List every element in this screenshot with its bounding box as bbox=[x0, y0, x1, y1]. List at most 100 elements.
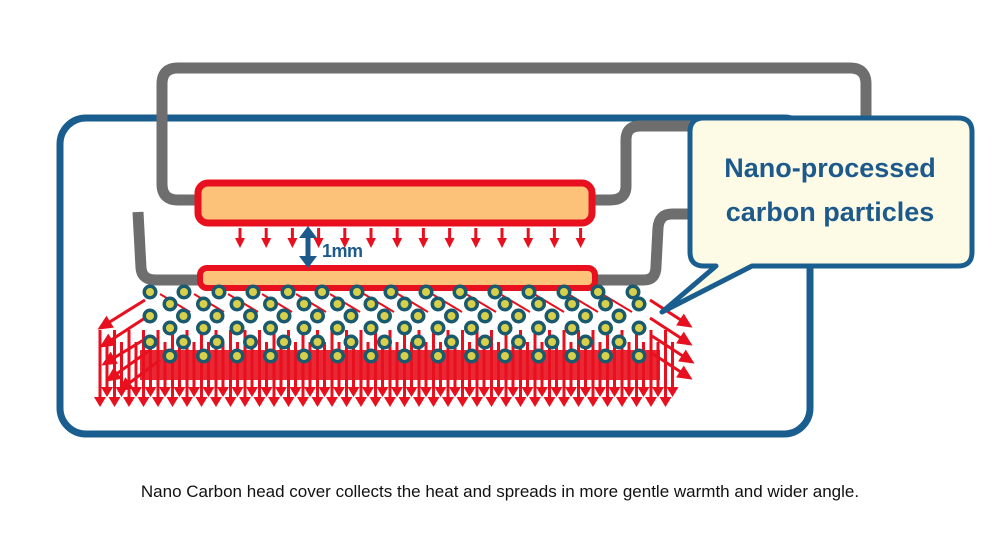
heater-arrow-head bbox=[392, 238, 403, 248]
spread-arrow-head bbox=[210, 397, 222, 407]
spread-arrow-head bbox=[514, 397, 527, 407]
callout-line-2: carbon particles bbox=[725, 197, 935, 227]
spread-arrow-head bbox=[478, 387, 490, 397]
carbon-particle-core bbox=[400, 300, 409, 308]
carbon-particle-core bbox=[146, 312, 154, 320]
carbon-particle-core bbox=[514, 312, 523, 320]
spread-arrow-head bbox=[550, 387, 563, 397]
spread-arrow-head bbox=[463, 387, 476, 397]
spread-arrow-head bbox=[666, 387, 679, 397]
carbon-particle-core bbox=[266, 352, 275, 360]
carbon-particle-core bbox=[491, 288, 499, 296]
spread-arrow-head bbox=[304, 387, 316, 397]
heater-arrow-head bbox=[575, 238, 586, 248]
spread-arrow-head bbox=[652, 387, 664, 397]
heater-arrow-head bbox=[287, 238, 298, 248]
carbon-particle-core bbox=[179, 312, 188, 320]
spread-arrow-head bbox=[391, 387, 403, 397]
carbon-particle-core bbox=[514, 338, 523, 346]
carbon-particle-core bbox=[333, 352, 342, 360]
carbon-particle-core bbox=[548, 312, 556, 320]
spread-arrow-left-head bbox=[105, 367, 122, 382]
spread-arrow-head bbox=[297, 397, 309, 407]
carbon-particle-core bbox=[280, 338, 288, 346]
spread-arrow-head bbox=[608, 387, 621, 397]
spread-arrow-head bbox=[630, 397, 643, 407]
spread-arrow-head bbox=[485, 397, 498, 407]
spread-arrow-head bbox=[355, 397, 367, 407]
spread-arrow-head bbox=[645, 397, 657, 407]
carbon-particle-core bbox=[581, 338, 590, 346]
carbon-particle-core bbox=[635, 352, 643, 360]
spread-arrow-left-head bbox=[97, 315, 114, 330]
spread-arrow-right-head bbox=[676, 313, 693, 328]
carbon-particle-core bbox=[199, 300, 208, 308]
carbon-particle-core bbox=[467, 300, 476, 308]
carbon-particle-core bbox=[333, 300, 342, 308]
spread-arrow-head bbox=[159, 387, 171, 397]
spread-arrow-head bbox=[449, 387, 461, 397]
carbon-particle-core bbox=[422, 288, 430, 296]
heater-arrow-head bbox=[470, 238, 481, 248]
carbon-particle-core bbox=[534, 324, 543, 332]
gap-label: 1mm bbox=[322, 241, 363, 261]
carbon-particle-core bbox=[233, 300, 241, 308]
carbon-particle-core bbox=[635, 324, 643, 332]
spread-arrow-head bbox=[536, 387, 548, 397]
carbon-particle-core bbox=[534, 300, 543, 308]
spread-arrow-head bbox=[347, 387, 360, 397]
spread-arrow-head bbox=[123, 397, 135, 407]
spread-arrow-head bbox=[253, 397, 266, 407]
carbon-particle-core bbox=[525, 288, 533, 296]
spread-arrow-head bbox=[268, 397, 280, 407]
carbon-particle-core bbox=[568, 300, 576, 308]
spread-arrow-head bbox=[239, 397, 251, 407]
carbon-particle-core bbox=[481, 312, 489, 320]
spread-arrow-head bbox=[659, 397, 672, 407]
heater-arrow-head bbox=[261, 238, 272, 248]
spread-arrow-head bbox=[587, 397, 599, 407]
spread-arrow-head bbox=[181, 397, 193, 407]
heater-arrow-head bbox=[235, 238, 245, 248]
carbon-particle-core bbox=[180, 288, 188, 296]
spread-arrow-head bbox=[195, 397, 208, 407]
spread-arrow-head bbox=[231, 387, 244, 397]
carbon-particle-core bbox=[534, 352, 543, 360]
carbon-particle-core bbox=[179, 338, 188, 346]
spread-arrow-left-head bbox=[99, 333, 116, 348]
spread-arrow-head bbox=[94, 397, 106, 407]
spread-arrow-head bbox=[427, 397, 440, 407]
spread-arrow-head bbox=[543, 397, 556, 407]
carbon-particle-core bbox=[213, 338, 221, 346]
spread-arrow-right-head bbox=[676, 331, 693, 346]
carbon-particle-core bbox=[367, 324, 375, 332]
head-cover-plate bbox=[197, 265, 598, 291]
carbon-particle-core bbox=[501, 300, 509, 308]
spread-arrow-head bbox=[362, 387, 374, 397]
carbon-particle-core bbox=[266, 324, 275, 332]
heater-arrow-head bbox=[444, 238, 455, 248]
spread-arrow-head bbox=[311, 397, 324, 407]
carbon-particle-core bbox=[233, 352, 241, 360]
carbon-particle-core bbox=[380, 338, 389, 346]
spread-arrow-head bbox=[369, 397, 382, 407]
carbon-particle-core bbox=[246, 338, 255, 346]
carbon-particle-core bbox=[284, 288, 292, 296]
carbon-particle-core bbox=[615, 312, 623, 320]
spread-arrow-head bbox=[318, 387, 331, 397]
spread-arrow-head bbox=[188, 387, 200, 397]
carbon-particle-core bbox=[313, 338, 322, 346]
spread-arrow-head bbox=[130, 387, 142, 397]
carbon-particle-core bbox=[434, 352, 442, 360]
spread-arrow-head bbox=[246, 387, 258, 397]
callout-label: Nano-processed carbon particles bbox=[690, 146, 970, 234]
heater-arrow-head bbox=[418, 238, 429, 248]
carbon-particle-core bbox=[434, 324, 442, 332]
carbon-particle-core bbox=[313, 312, 322, 320]
carbon-particle-core bbox=[548, 338, 556, 346]
spread-arrow-head bbox=[565, 387, 577, 397]
spread-arrow-head bbox=[173, 387, 186, 397]
spread-arrow-head bbox=[108, 397, 121, 407]
carbon-particle-core bbox=[568, 324, 576, 332]
carbon-particle-core bbox=[414, 338, 422, 346]
